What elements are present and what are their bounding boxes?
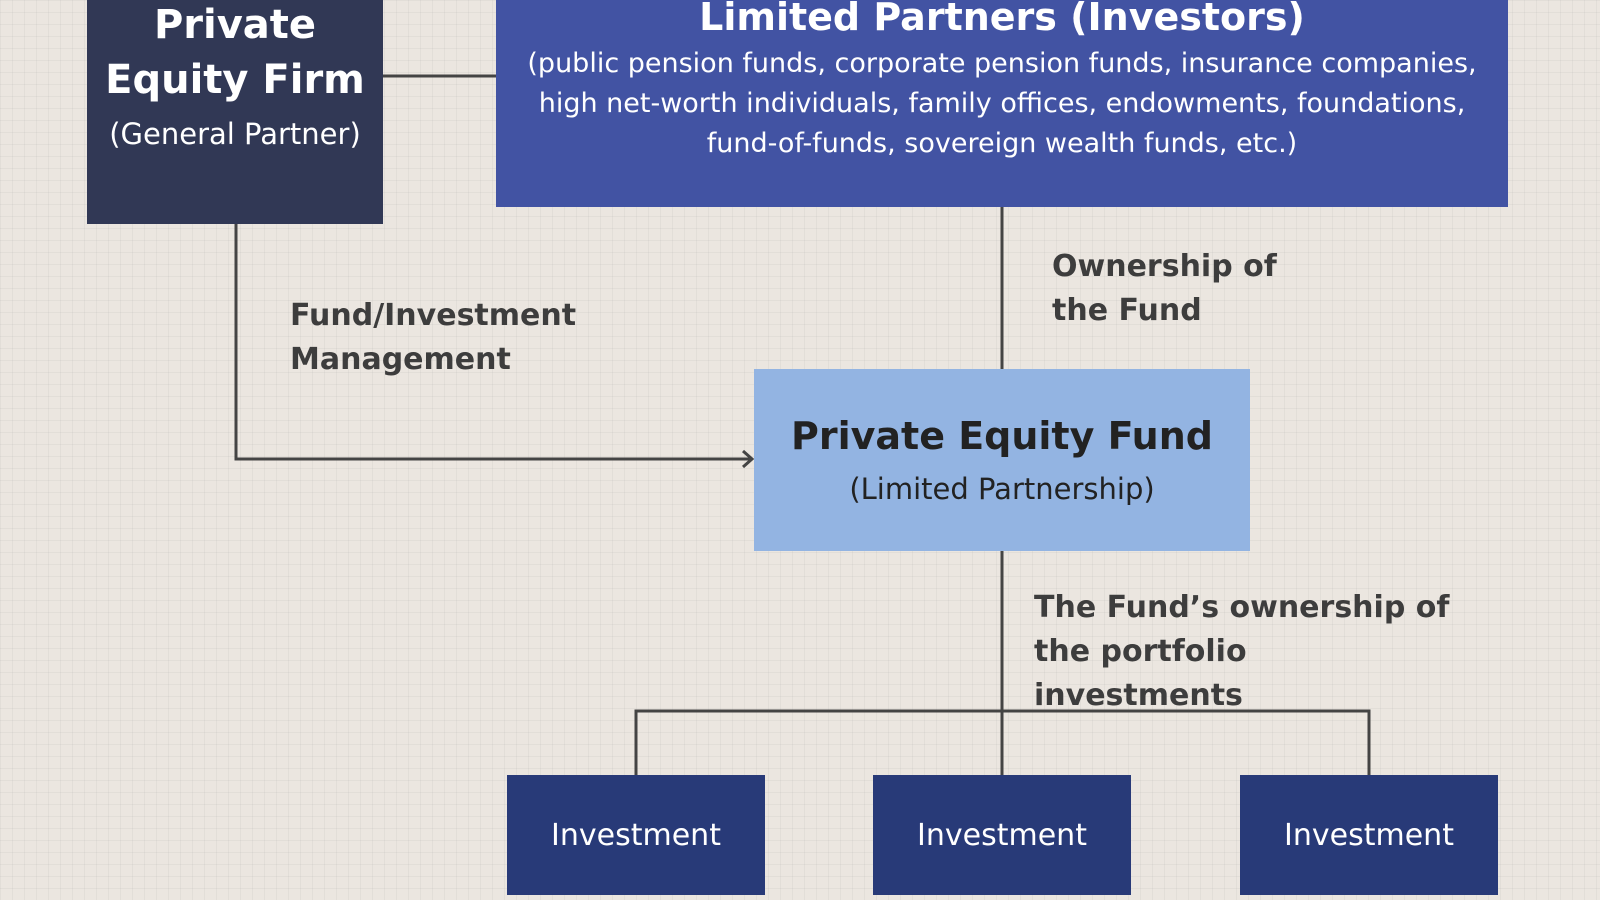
fund-title: Private Equity Fund [791,414,1213,458]
investment-label: Investment [1284,817,1454,853]
general-partner-subtitle: (General Partner) [109,117,361,151]
general-partner-box: Private Equity Firm (General Partner) [87,0,383,224]
investment-label: Investment [551,817,721,853]
limited-partners-title: Limited Partners (Investors) [699,0,1305,39]
investment-box: Investment [507,775,765,895]
fund-subtitle: (Limited Partnership) [849,472,1155,506]
management-edge-label: Fund/Investment Management [290,298,577,377]
investment-box: Investment [1240,775,1498,895]
limited-partners-description: (public pension funds, corporate pension… [527,48,1477,159]
management-arrowhead [742,449,755,469]
management-connector [234,224,752,461]
portfolio-ownership-edge-label: The Fund’s ownership of the portfolio in… [1034,590,1450,713]
investment-label: Investment [917,817,1087,853]
general-partner-title: Private Equity Firm [105,2,365,103]
investment-box: Investment [873,775,1131,895]
ownership-edge-label: Ownership of the Fund [1052,249,1277,328]
limited-partners-box: Limited Partners (Investors) (public pen… [496,0,1508,207]
private-equity-fund-box: Private Equity Fund (Limited Partnership… [754,369,1250,551]
